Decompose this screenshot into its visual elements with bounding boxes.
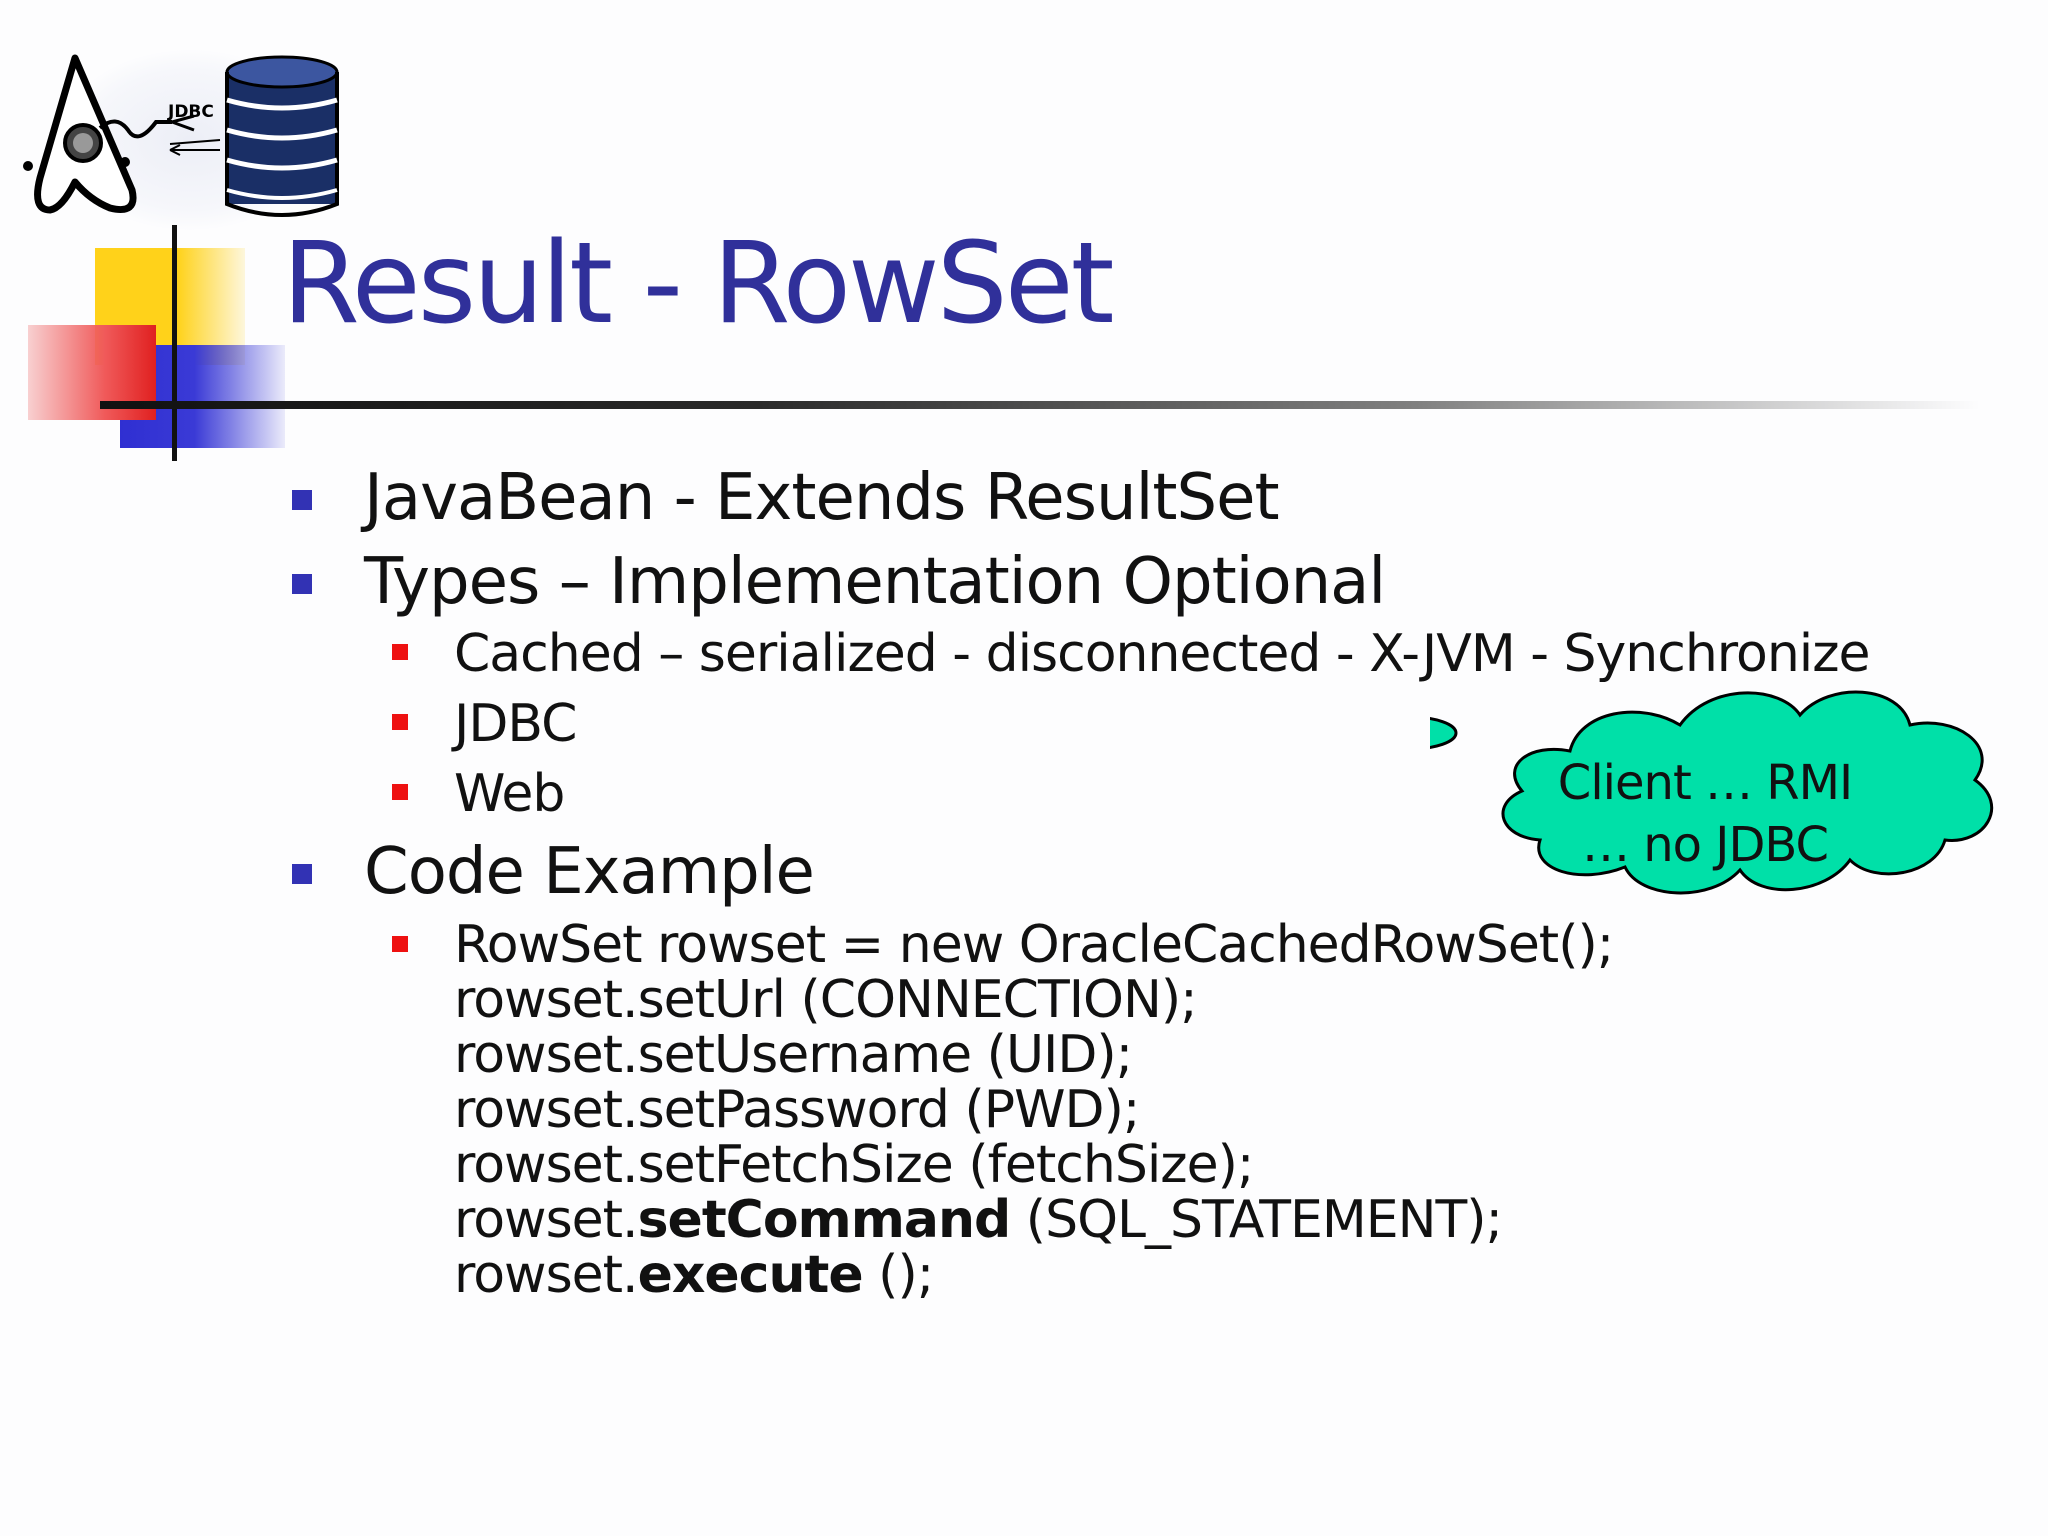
code-line: rowset.setCommand (SQL_STATEMENT); xyxy=(454,1190,1503,1250)
jdbc-logo: JDBC xyxy=(20,50,350,230)
jdbc-label: JDBC xyxy=(168,102,214,122)
sub-bullet-text: Cached – serialized - disconnected - X-J… xyxy=(454,624,1871,684)
code-line: rowset.setFetchSize (fetchSize); xyxy=(454,1135,1254,1195)
square-bullet-icon xyxy=(392,936,408,952)
sub-bullet-text: JDBC xyxy=(454,694,577,754)
square-bullet-icon xyxy=(392,784,408,800)
square-bullet-icon xyxy=(292,574,312,594)
sub-bullet-text: Web xyxy=(454,764,565,824)
callout-line-1: Client … RMI xyxy=(1557,755,1853,811)
thought-cloud-callout xyxy=(1430,690,1994,895)
bullet-text: JavaBean - Extends ResultSet xyxy=(364,461,1280,535)
code-line: rowset.execute (); xyxy=(454,1245,934,1305)
code-example: RowSet rowset = new OracleCachedRowSet()… xyxy=(454,915,1614,1305)
bullet-text: Types – Implementation Optional xyxy=(364,545,1386,619)
square-bullet-icon xyxy=(392,644,408,660)
database-icon xyxy=(169,55,339,217)
square-bullet-icon xyxy=(392,714,408,730)
java-duke-icon xyxy=(23,54,195,214)
title-underline-rule xyxy=(100,401,1980,409)
slide-title: Result - RowSet xyxy=(282,219,1115,349)
callout-line-2: … no JDBC xyxy=(1581,817,1829,873)
square-bullet-icon xyxy=(292,864,312,884)
code-line: rowset.setUsername (UID); xyxy=(454,1025,1133,1085)
code-line: rowset.setPassword (PWD); xyxy=(454,1080,1140,1140)
code-line: rowset.setUrl (CONNECTION); xyxy=(454,970,1198,1030)
decor-vertical-line xyxy=(172,225,177,461)
callout-text: Client … RMI … no JDBC xyxy=(1500,752,1910,876)
square-bullet-icon xyxy=(292,490,312,510)
bullet-text: Code Example xyxy=(364,835,815,909)
code-line: RowSet rowset = new OracleCachedRowSet()… xyxy=(454,915,1614,975)
